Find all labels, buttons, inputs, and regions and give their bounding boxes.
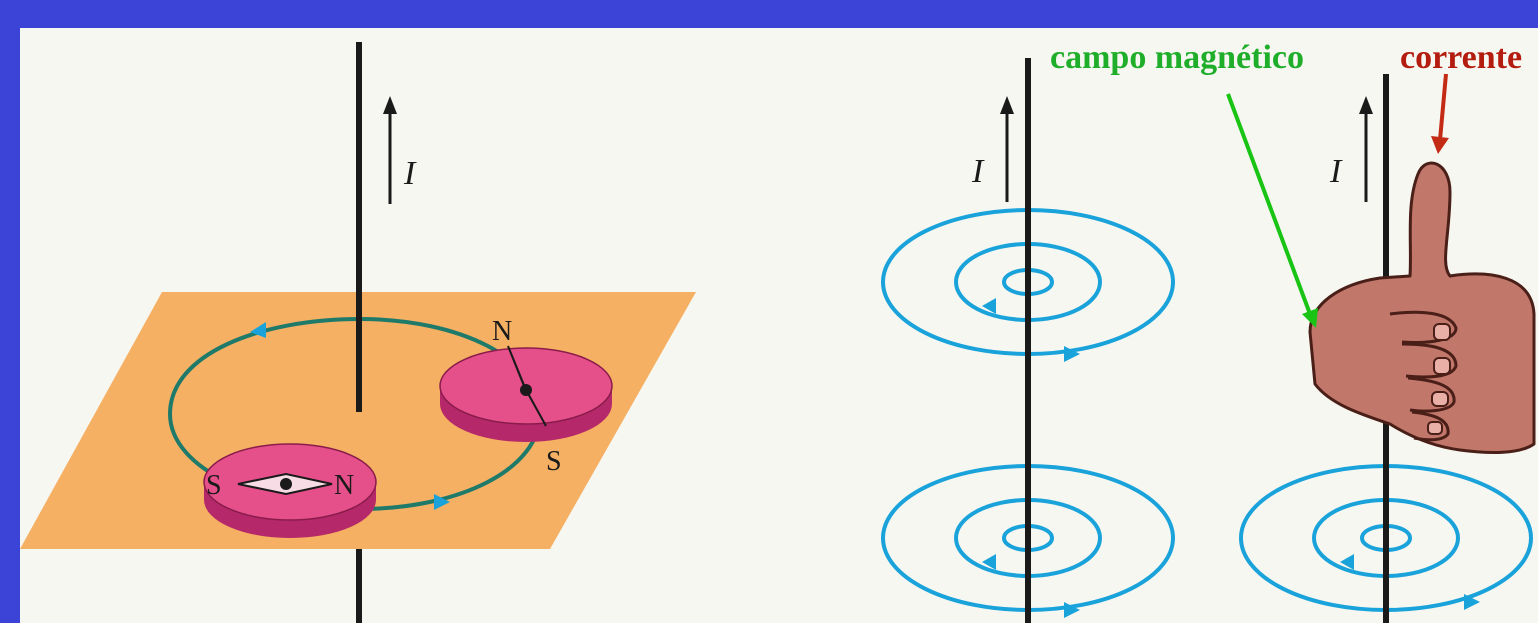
compass-left-north: N <box>334 470 354 501</box>
campo-label: campo magnético <box>1050 39 1304 76</box>
wire-lower <box>356 549 362 623</box>
left-panel: I N S S N <box>20 42 696 623</box>
arrow-up-icon <box>1359 96 1373 202</box>
compass-left: S N <box>204 444 376 538</box>
compass-right-south: S <box>546 446 562 477</box>
arrow-up-icon <box>383 96 397 204</box>
magnetic-field-diagram: I N S S N <box>20 28 1538 623</box>
compass-left-south: S <box>206 470 222 501</box>
wire-upper <box>356 42 362 412</box>
arrow-up-icon <box>1000 96 1014 202</box>
corrente-label: corrente <box>1400 39 1522 76</box>
current-label-middle: I <box>971 153 985 190</box>
slide-frame: I N S S N <box>0 0 1538 609</box>
current-label-right: I <box>1329 153 1343 190</box>
middle-panel: I <box>883 58 1173 623</box>
corrente-arrow-icon <box>1431 74 1449 154</box>
wire-middle <box>1025 58 1031 623</box>
compass-right-north: N <box>492 316 512 347</box>
diagram-canvas: I N S S N <box>20 28 1538 623</box>
right-panel: I <box>1241 74 1534 623</box>
campo-arrow-icon <box>1228 94 1318 328</box>
hand-icon <box>1310 163 1534 453</box>
current-label-left: I <box>403 155 417 192</box>
